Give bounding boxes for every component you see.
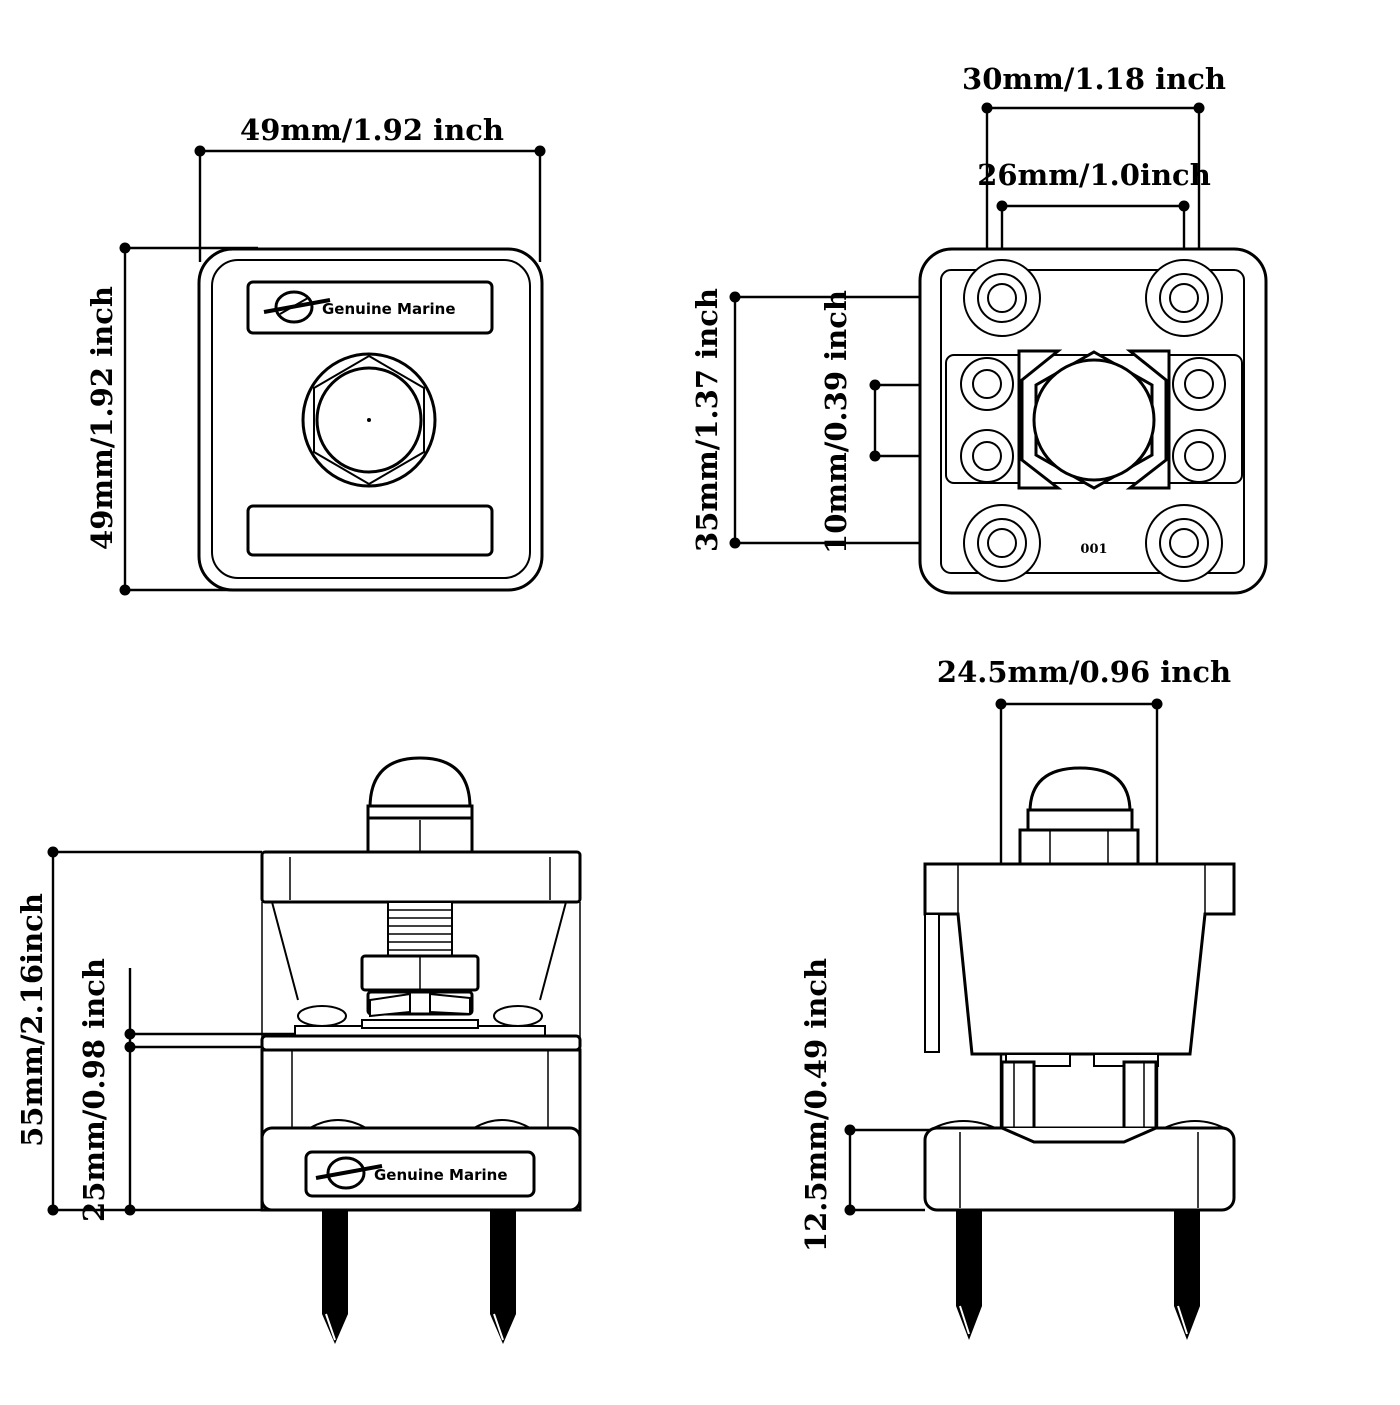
stud-nuts (360, 954, 480, 1018)
center-hex-nut (301, 352, 437, 488)
side-base-height-label: 25mm/0.98 inch (77, 958, 111, 1222)
end-width-label: 24.5mm/0.96 inch (937, 655, 1231, 689)
side-total-height-dimension: 55mm/2.16inch (15, 846, 262, 1216)
stud-hole-right-lower (1172, 429, 1226, 483)
front-height-dimension: 49mm/1.92 inch (85, 242, 258, 596)
side-washers (297, 1005, 543, 1027)
end-legs (1000, 1053, 1159, 1144)
rear-vertical-spacing-label: 35mm/1.37 inch (690, 288, 724, 552)
top-plate (260, 850, 582, 904)
side-view: 55mm/2.16inch 25mm/0.98 inch (15, 756, 582, 1344)
end-foot-base (923, 1120, 1236, 1212)
brand-logo-icon (315, 1156, 383, 1190)
side-base-height-dimension: 25mm/0.98 inch (77, 958, 295, 1222)
front-width-dimension: 49mm/1.92 inch (194, 113, 546, 262)
mounting-hole-top-right (1145, 259, 1223, 337)
front-view: 49mm/1.92 inch 49mm/1.92 inch Genuine Ma… (85, 113, 546, 596)
mid-flange (260, 1034, 582, 1052)
mounting-hole-bottom-right (1145, 504, 1223, 582)
threaded-stud (387, 901, 453, 959)
side-body: Genuine Marine (260, 756, 582, 1344)
rear-marking: 001 (1080, 542, 1107, 557)
end-view: 24.5mm/0.96 inch 12.5mm/0.49 inch (799, 655, 1236, 1340)
end-dome-cap (1018, 766, 1140, 866)
side-total-height-label: 55mm/2.16inch (15, 893, 49, 1147)
center-hex-boss (1017, 349, 1171, 490)
end-screw-right (1174, 1210, 1200, 1340)
front-height-label: 49mm/1.92 inch (85, 286, 119, 550)
mounting-screw-left (322, 1210, 348, 1344)
brand-plate-side: Genuine Marine (304, 1150, 536, 1198)
rear-view: 30mm/1.18 inch 26mm/1.0inch 35mm/1.37 in… (690, 62, 1268, 595)
rear-row-spacing-label: 10mm/0.39 inch (819, 290, 853, 554)
front-body: Genuine Marine (197, 247, 544, 592)
rear-row-spacing-dimension: 10mm/0.39 inch (819, 290, 985, 554)
stud-hole-left-upper (960, 357, 1014, 411)
mounting-hole-top-left (963, 259, 1041, 337)
front-width-label: 49mm/1.92 inch (240, 113, 504, 147)
rear-body: 001 (918, 247, 1268, 595)
stud-hole-right-upper (1172, 357, 1226, 411)
rear-inner-spacing-label: 26mm/1.0inch (977, 158, 1211, 192)
brand-plate-front: Genuine Marine (246, 280, 494, 335)
label-plate (246, 504, 494, 557)
end-housing (923, 862, 1236, 1056)
brand-name-front: Genuine Marine (322, 300, 456, 318)
dome-cap (366, 756, 474, 854)
end-foot-height-label: 12.5mm/0.49 inch (799, 958, 833, 1252)
brand-name-side: Genuine Marine (374, 1166, 508, 1184)
end-screw-left (956, 1210, 982, 1340)
end-body (923, 766, 1236, 1340)
mounting-screw-right (490, 1210, 516, 1344)
rear-outer-spacing-label: 30mm/1.18 inch (962, 62, 1226, 96)
end-foot-height-dimension: 12.5mm/0.49 inch (799, 958, 940, 1252)
stud-hole-left-lower (960, 429, 1014, 483)
brand-logo-icon (263, 290, 331, 324)
mounting-hole-bottom-left (963, 504, 1041, 582)
